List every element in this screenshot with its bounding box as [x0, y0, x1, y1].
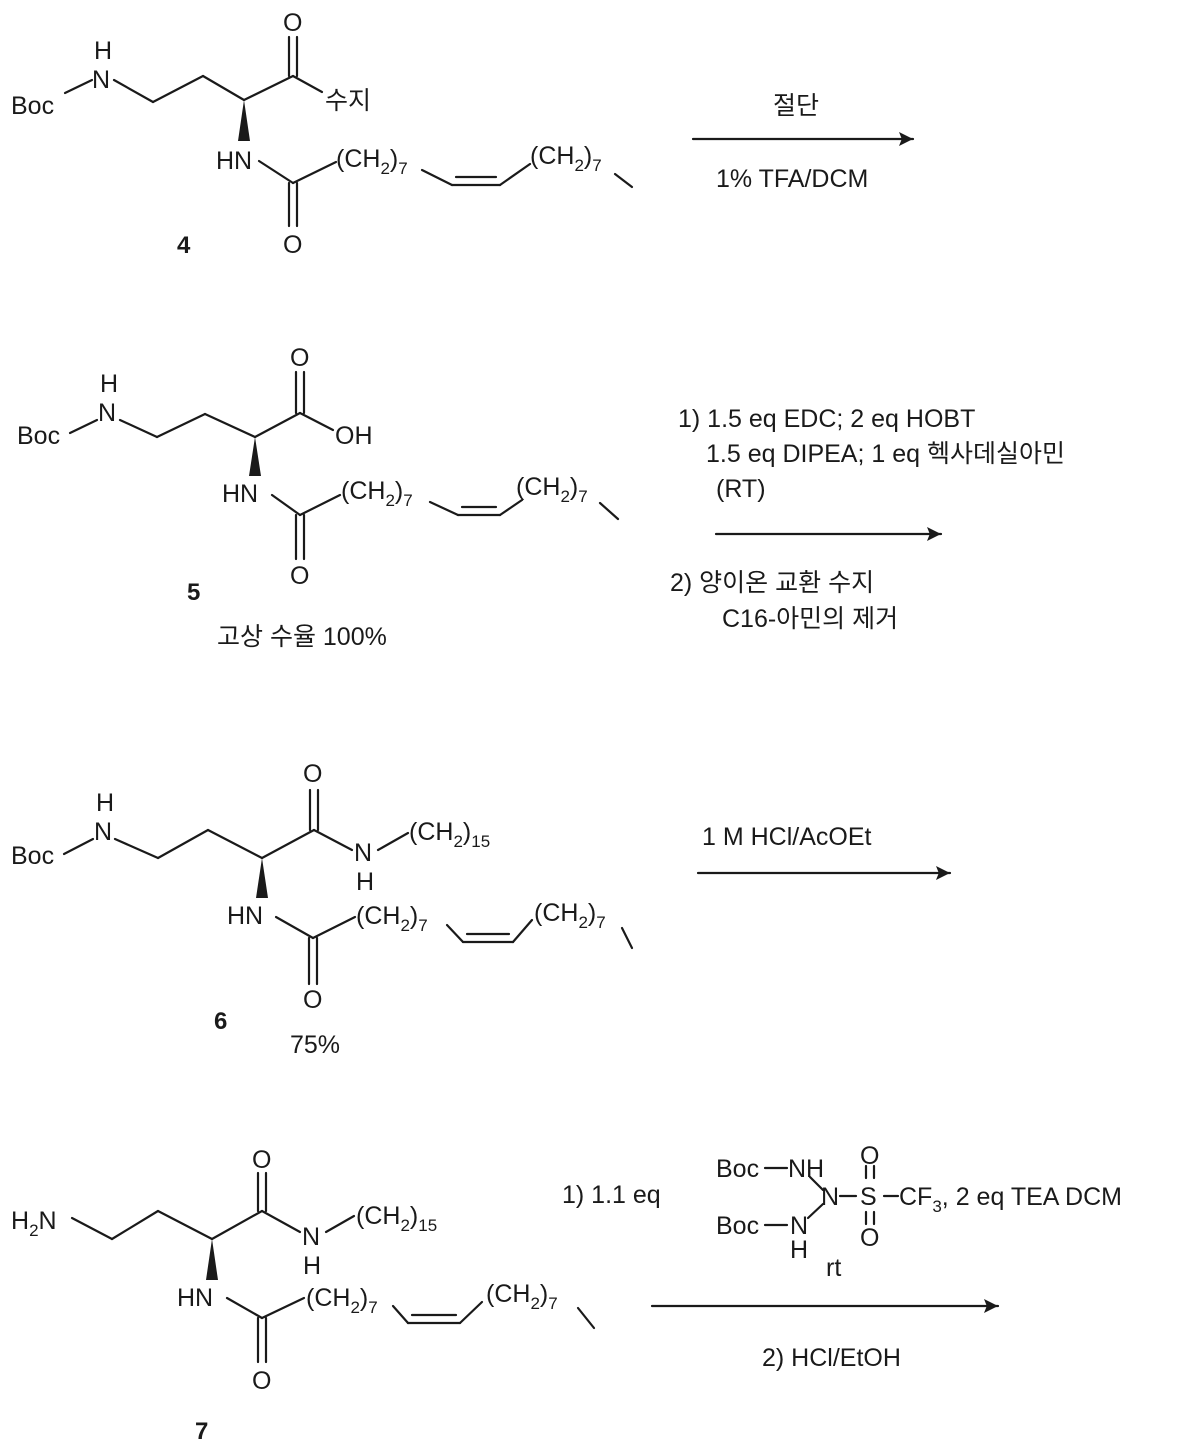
step1-above: 절단: [773, 92, 819, 120]
reagent-cf3: CF3, 2 eq TEA DCM: [899, 1183, 1122, 1216]
c4-carbonyl-o: O: [283, 9, 302, 37]
compound-6-bonds: [64, 790, 632, 984]
reagent-n: N: [821, 1183, 839, 1211]
compound-7-wedge: [206, 1239, 218, 1280]
c7-carbonyl-o: O: [252, 1146, 271, 1174]
c6-nh-h: H: [96, 789, 114, 817]
step4-rt: rt: [826, 1254, 841, 1282]
reagent-nh-1: NH: [788, 1155, 824, 1183]
reagent-o-bottom: O: [860, 1224, 879, 1252]
c5-nh-h: H: [100, 370, 118, 398]
c6-amide-n: N: [354, 839, 372, 867]
step1-below: 1% TFA/DCM: [716, 165, 868, 193]
compound-4-label: 4: [177, 232, 191, 259]
c5-hn: HN: [222, 480, 258, 508]
step4-below: 2) HCl/EtOH: [762, 1344, 901, 1372]
step2-line4: 2) 양이온 교환 수지: [670, 569, 874, 597]
c6-chain-1: (CH2)7: [356, 902, 428, 935]
c6-amide-o: O: [303, 986, 322, 1014]
c5-oh: OH: [335, 422, 373, 450]
c4-hn: HN: [216, 147, 252, 175]
reagent-o-top: O: [860, 1142, 879, 1170]
reagent-n-2-h: H: [790, 1236, 808, 1264]
c5-chain-1: (CH2)7: [341, 477, 413, 510]
c7-amide-n-h: H: [303, 1252, 321, 1280]
c6-hexadecyl: (CH2)15: [409, 818, 490, 851]
compound-6-yield: 75%: [290, 1031, 340, 1059]
step2-line1: 1) 1.5 eq EDC; 2 eq HOBT: [678, 405, 975, 433]
c4-amide-o: O: [283, 231, 302, 259]
c7-h2n: H2N: [11, 1207, 57, 1240]
compound-5-wedge: [249, 437, 261, 476]
c4-boc: Boc: [11, 92, 54, 120]
c4-chain-2: (CH2)7: [530, 142, 602, 175]
c4-nh-n: N: [92, 66, 110, 94]
compound-5-yield: 고상 수율 100%: [217, 623, 387, 651]
compound-5-bonds: [70, 372, 618, 559]
c7-chain-2: (CH2)7: [486, 1280, 558, 1313]
c7-amide-n: N: [302, 1223, 320, 1251]
reagent-boc-2: Boc: [716, 1212, 759, 1240]
c5-boc: Boc: [17, 422, 60, 450]
step2-line3: (RT): [716, 475, 766, 503]
c5-carbonyl-o: O: [290, 344, 309, 372]
c5-nh-n: N: [98, 399, 116, 427]
compound-6-label: 6: [214, 1008, 227, 1035]
c7-chain-1: (CH2)7: [306, 1284, 378, 1317]
c7-hexadecyl: (CH2)15: [356, 1202, 437, 1235]
c4-nh-h: H: [94, 37, 112, 65]
c7-hn: HN: [177, 1284, 213, 1312]
c6-boc: Boc: [11, 842, 54, 870]
c6-nh-n: N: [94, 818, 112, 846]
step4-eq: 1) 1.1 eq: [562, 1181, 661, 1209]
compound-4-bonds: [65, 37, 632, 226]
c7-amide-o: O: [252, 1367, 271, 1395]
c5-amide-o: O: [290, 562, 309, 590]
c6-hn: HN: [227, 902, 263, 930]
compound-7-label: 7: [195, 1418, 208, 1445]
compound-4-wedge: [238, 100, 250, 141]
c4-resin: 수지: [325, 87, 371, 115]
c6-carbonyl-o: O: [303, 760, 322, 788]
c4-chain-1: (CH2)7: [336, 145, 408, 178]
compound-5-label: 5: [187, 579, 200, 606]
c5-chain-2: (CH2)7: [516, 473, 588, 506]
compound-6-wedge: [256, 858, 268, 898]
reagent-boc-1: Boc: [716, 1155, 759, 1183]
step2-line5: C16-아민의 제거: [722, 605, 898, 633]
c6-amide-n-h: H: [356, 868, 374, 896]
compound-7-bonds: [72, 1173, 594, 1362]
c6-chain-2: (CH2)7: [534, 899, 606, 932]
step2-line2: 1.5 eq DIPEA; 1 eq 헥사데실아민: [706, 440, 1065, 468]
reagent-s: S: [860, 1183, 877, 1211]
step3-above: 1 M HCl/AcOEt: [702, 823, 872, 851]
